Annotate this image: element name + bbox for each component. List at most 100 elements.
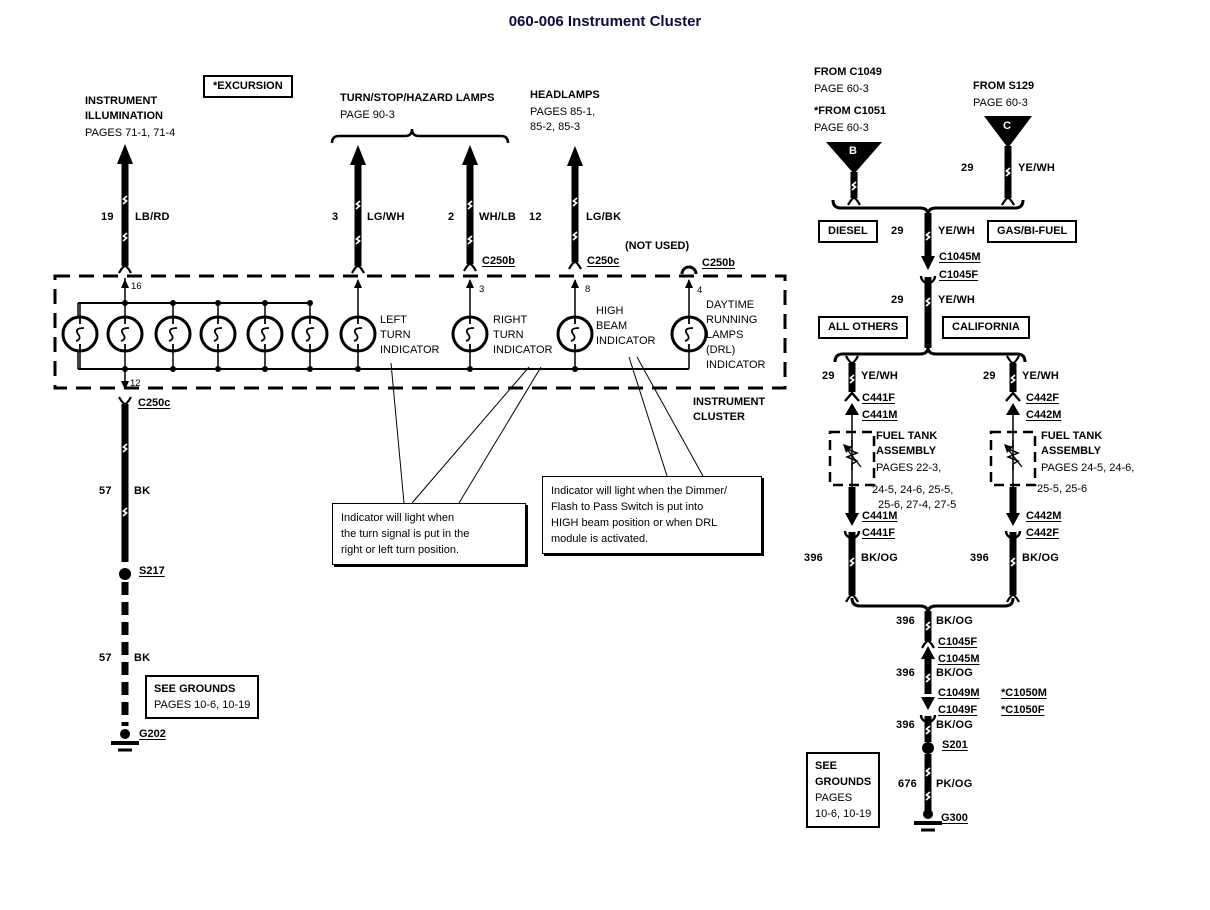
fuel-sender-icon [1004, 440, 1023, 470]
fuel-tank-pages: PAGES 22-3, [876, 462, 942, 474]
pin-number: 8 [585, 284, 591, 295]
connector-label-c441f: C441F [862, 527, 896, 539]
connector-label-c441m: C441M [862, 409, 898, 421]
from-s129-page: PAGE 60-3 [973, 97, 1028, 109]
illumination-label: INSTRUMENT ILLUMINATION [85, 95, 164, 122]
see-grounds-title: GROUNDS [815, 776, 872, 788]
right-turn-indicator-label: RIGHT TURN INDICATOR [493, 314, 553, 356]
pin-number: 12 [130, 378, 141, 389]
fuel-tank-label: FUEL TANK ASSEMBLY [1041, 430, 1103, 457]
pin-number: 16 [131, 281, 142, 292]
wire-number: 57 [99, 485, 112, 497]
see-grounds-note: SEE GROUNDS PAGES 10-6, 10-19 [806, 752, 881, 828]
wire-color: PK/OG [936, 778, 973, 790]
turnstop-label: TURN/STOP/HAZARD LAMPS [340, 92, 495, 104]
splice-label-s201: S201 [942, 739, 968, 751]
from-c1051-label: *FROM C1051 [814, 105, 887, 117]
wire-number: 57 [99, 652, 112, 664]
see-grounds-pages: 10-6, 10-19 [815, 808, 872, 820]
excursion-tag: *EXCURSION [203, 75, 293, 98]
branch-right [989, 354, 1037, 604]
brace-merge-bottom [850, 597, 1015, 614]
california-tag: CALIFORNIA [942, 316, 1030, 339]
indicator-bulbs [339, 279, 708, 369]
high-beam-note: Indicator will light when the Dimmer/ Fl… [542, 476, 762, 554]
branch-left [828, 354, 876, 604]
connector-label-c250c: C250c [138, 397, 171, 409]
wire-color: YE/WH [1022, 370, 1060, 382]
see-grounds-pages: PAGES [815, 792, 853, 804]
wire-number: 2 [448, 211, 455, 223]
wire-color: LB/RD [135, 211, 170, 223]
connector-label-c250b: C250b [702, 257, 736, 269]
wire-lbrd-illumination [117, 144, 133, 275]
connector-label-c1045f: C1045F [938, 636, 978, 648]
right-ground-chain [914, 611, 942, 832]
splice-label-s217: S217 [139, 565, 165, 577]
wire-number: 12 [529, 211, 542, 223]
wire-color: BK/OG [1022, 552, 1060, 564]
wire-number: 396 [896, 667, 915, 679]
connector-label-c442f: C442F [1026, 392, 1060, 404]
instrument-cluster-box [53, 274, 787, 390]
gas-bifuel-tag: GAS/BI-FUEL [987, 220, 1078, 243]
see-grounds-title: SEE [815, 760, 838, 772]
fuel-tank-box-right [989, 430, 1037, 487]
wire-color: BK [134, 485, 151, 497]
wire-color: BK [134, 652, 151, 664]
pin-number: 4 [697, 285, 703, 296]
connector-label-c442m: C442M [1026, 409, 1062, 421]
wire-color: BK/OG [936, 667, 974, 679]
pin-number: 3 [479, 284, 485, 295]
headlamps-pages: PAGES 85-1, 85-2, 85-3 [530, 106, 596, 133]
wire-number: 396 [896, 615, 915, 627]
drl-indicator-label: DAYTIME RUNNING LAMPS (DRL) INDICATOR [706, 299, 766, 371]
connector-label-c1045f: C1045F [939, 269, 979, 281]
left-turn-indicator-label: LEFT TURN INDICATOR [380, 314, 440, 356]
wire-color: YE/WH [1018, 162, 1056, 174]
splice-s201 [922, 742, 934, 754]
wire-lgbk-headlamps [567, 146, 583, 271]
wire-color: BK/OG [861, 552, 899, 564]
left-ground-chain [111, 395, 139, 752]
fuel-tank-pages: 25-6, 27-4, 27-5 [878, 499, 957, 511]
connector-label-c1050m: *C1050M [1001, 687, 1047, 699]
brace-turnstop [330, 128, 510, 144]
see-grounds-note: SEE GROUNDS PAGES 10-6, 10-19 [145, 675, 260, 719]
splice-s217 [119, 568, 131, 580]
wire-color: BK/OG [936, 719, 974, 731]
see-grounds-pages: PAGES 10-6, 10-19 [154, 699, 251, 711]
from-s129-label: FROM S129 [973, 80, 1035, 92]
high-beam-indicator-label: HIGH BEAM INDICATOR [596, 305, 656, 347]
wire-number: 29 [891, 294, 904, 306]
fuel-tank-pages: 24-5, 24-6, 25-5, [872, 484, 954, 496]
fuel-tank-pages: PAGES 24-5, 24-6, [1041, 462, 1135, 474]
wire-color: LG/WH [367, 211, 405, 223]
connector-label-c1050f: *C1050F [1001, 704, 1045, 716]
wire-number: 19 [101, 211, 114, 223]
wire-number: 396 [896, 719, 915, 731]
connector-label-c250b: C250b [482, 255, 516, 267]
headlamps-label: HEADLAMPS [530, 89, 600, 101]
connector-label-c1045m: C1045M [939, 251, 981, 263]
wire-lgwh-turn [350, 145, 366, 275]
triangle-c-letter: C [1003, 120, 1011, 132]
triangle-connector-b [826, 142, 882, 207]
ground-label-g300: G300 [941, 812, 968, 824]
center-wire-yewh [919, 213, 937, 348]
wire-whlb-turn [462, 145, 478, 273]
turnstop-pages: PAGE 90-3 [340, 109, 395, 121]
ground-label-g202: G202 [139, 728, 166, 740]
fuel-tank-box-left [828, 430, 876, 487]
wire-color: LG/BK [586, 211, 622, 223]
page-title: 060-006 Instrument Cluster [508, 13, 702, 30]
see-grounds-title: SEE GROUNDS [154, 683, 236, 695]
instrument-cluster-label: INSTRUMENT CLUSTER [693, 396, 766, 423]
callout-leader-lines [390, 356, 704, 504]
fuel-sender-icon [843, 440, 862, 470]
brace-merge-top [831, 199, 1025, 216]
triangle-b-letter: B [849, 145, 857, 157]
triangle-connector-c [984, 116, 1032, 207]
connector-label-c1049f: C1049F [938, 704, 978, 716]
wire-number: 29 [983, 370, 996, 382]
